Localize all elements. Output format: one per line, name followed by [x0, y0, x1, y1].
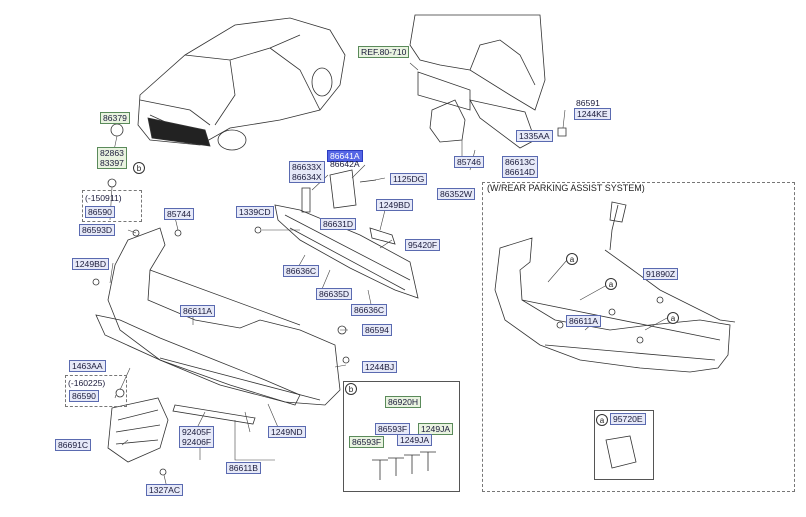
part-label-1463aa[interactable]: 1463AA	[69, 360, 106, 372]
part-label-83397[interactable]: 83397	[100, 158, 124, 168]
date-note-box-160225	[65, 375, 127, 407]
part-label-86631d[interactable]: 86631D	[320, 218, 357, 230]
part-label-1244bj[interactable]: 1244BJ	[362, 361, 398, 373]
part-label-86636c-a[interactable]: 86636C	[283, 265, 320, 277]
part-label-86636c-b[interactable]: 86636C	[351, 304, 388, 316]
part-label-86920h[interactable]: 86920H	[385, 396, 422, 408]
date-note-160225: (-160225)	[68, 378, 106, 388]
part-label-86642a[interactable]: 86642A	[330, 159, 360, 169]
circle-a-detail-title: a	[596, 414, 608, 426]
part-label-1249ja-a[interactable]: 1249JA	[418, 423, 454, 435]
part-label-92405f-92406f[interactable]: 92405F 92406F	[179, 426, 215, 448]
part-label-86593d[interactable]: 86593D	[79, 224, 116, 236]
quarter-panel-illustration	[409, 14, 546, 111]
part-label-86635d[interactable]: 86635D	[316, 288, 353, 300]
part-label-86613c-86614d[interactable]: 86613C 86614D	[502, 156, 539, 178]
part-label-1244ke[interactable]: 1244KE	[574, 108, 611, 120]
part-label-85746[interactable]: 85746	[454, 156, 484, 168]
part-label-1335aa[interactable]: 1335AA	[516, 130, 553, 142]
part-label-1327ac[interactable]: 1327AC	[146, 484, 184, 496]
date-note-150911: (-150911)	[85, 193, 122, 203]
part-label-86611b[interactable]: 86611B	[226, 462, 261, 474]
bracket-86352w-illustration	[429, 99, 466, 143]
rpas-section-title: (W/REAR PARKING ASSIST SYSTEM)	[487, 183, 645, 193]
detail-b-box	[343, 381, 460, 492]
part-label-1249bd-top[interactable]: 1249BD	[376, 199, 414, 211]
bracket-86613c-illustration	[469, 99, 536, 149]
part-label-86613c[interactable]: 86613C	[505, 157, 536, 167]
part-label-86352w[interactable]: 86352W	[437, 188, 476, 200]
part-label-85744[interactable]: 85744	[164, 208, 194, 220]
part-label-86593f-b[interactable]: 86593F	[349, 436, 385, 448]
part-label-91890z[interactable]: 91890Z	[643, 268, 679, 280]
part-label-86633x[interactable]: 86633X	[292, 162, 322, 172]
part-label-86634x[interactable]: 86634X	[292, 172, 322, 182]
circle-a-callout-1: a	[566, 253, 578, 265]
circle-b-callout: b	[133, 162, 145, 174]
part-label-95420f[interactable]: 95420F	[405, 239, 441, 251]
under-cover-illustration	[107, 397, 169, 463]
part-label-1125dg[interactable]: 1125DG	[390, 173, 428, 185]
part-label-92405f[interactable]: 92405F	[182, 427, 212, 437]
part-label-92406f[interactable]: 92406F	[182, 437, 212, 447]
circle-b-detail-title: b	[345, 383, 357, 395]
part-label-1249nd[interactable]: 1249ND	[268, 426, 306, 438]
part-label-86379[interactable]: 86379	[100, 112, 130, 124]
part-label-1249bd-left[interactable]: 1249BD	[72, 258, 110, 270]
part-label-86591[interactable]: 86591	[576, 98, 600, 108]
part-label-86590-b[interactable]: 86590	[69, 390, 99, 402]
part-label-95720e[interactable]: 95720E	[610, 413, 646, 425]
part-label-86594[interactable]: 86594	[362, 324, 392, 336]
circle-a-callout-3: a	[667, 312, 679, 324]
part-label-1339cd[interactable]: 1339CD	[236, 206, 274, 218]
bracket-86641a-illustration	[329, 169, 357, 209]
part-label-86633x-86634x[interactable]: 86633X 86634X	[289, 161, 325, 183]
part-label-86593f-a[interactable]: 86593F	[375, 423, 411, 435]
part-label-82863[interactable]: 82863	[100, 148, 124, 158]
part-label-1249ja-b[interactable]: 1249JA	[397, 434, 433, 446]
sensor-95720e-illustration	[605, 435, 637, 469]
part-label-86614d[interactable]: 86614D	[505, 167, 536, 177]
part-label-86611a[interactable]: 86611A	[180, 305, 215, 317]
part-label-86590-a[interactable]: 86590	[85, 206, 115, 218]
car-illustration	[137, 17, 346, 146]
rpas-section-box	[482, 182, 795, 492]
circle-a-callout-2: a	[605, 278, 617, 290]
diffuser-illustration	[95, 314, 301, 406]
part-label-86691c[interactable]: 86691C	[55, 439, 92, 451]
part-label-86611a-rpas[interactable]: 86611A	[566, 315, 601, 327]
part-label-ref-80-710[interactable]: REF.80-710	[358, 46, 410, 58]
rpas-bumper-illustration	[494, 237, 731, 373]
part-label-82863-83397[interactable]: 82863 83397	[97, 147, 127, 169]
date-note-box-150911	[82, 190, 142, 222]
detail-a-box	[594, 410, 654, 480]
rear-bumper-cover-illustration	[107, 227, 341, 406]
part-label-86641a[interactable]: 86641A	[327, 150, 363, 162]
